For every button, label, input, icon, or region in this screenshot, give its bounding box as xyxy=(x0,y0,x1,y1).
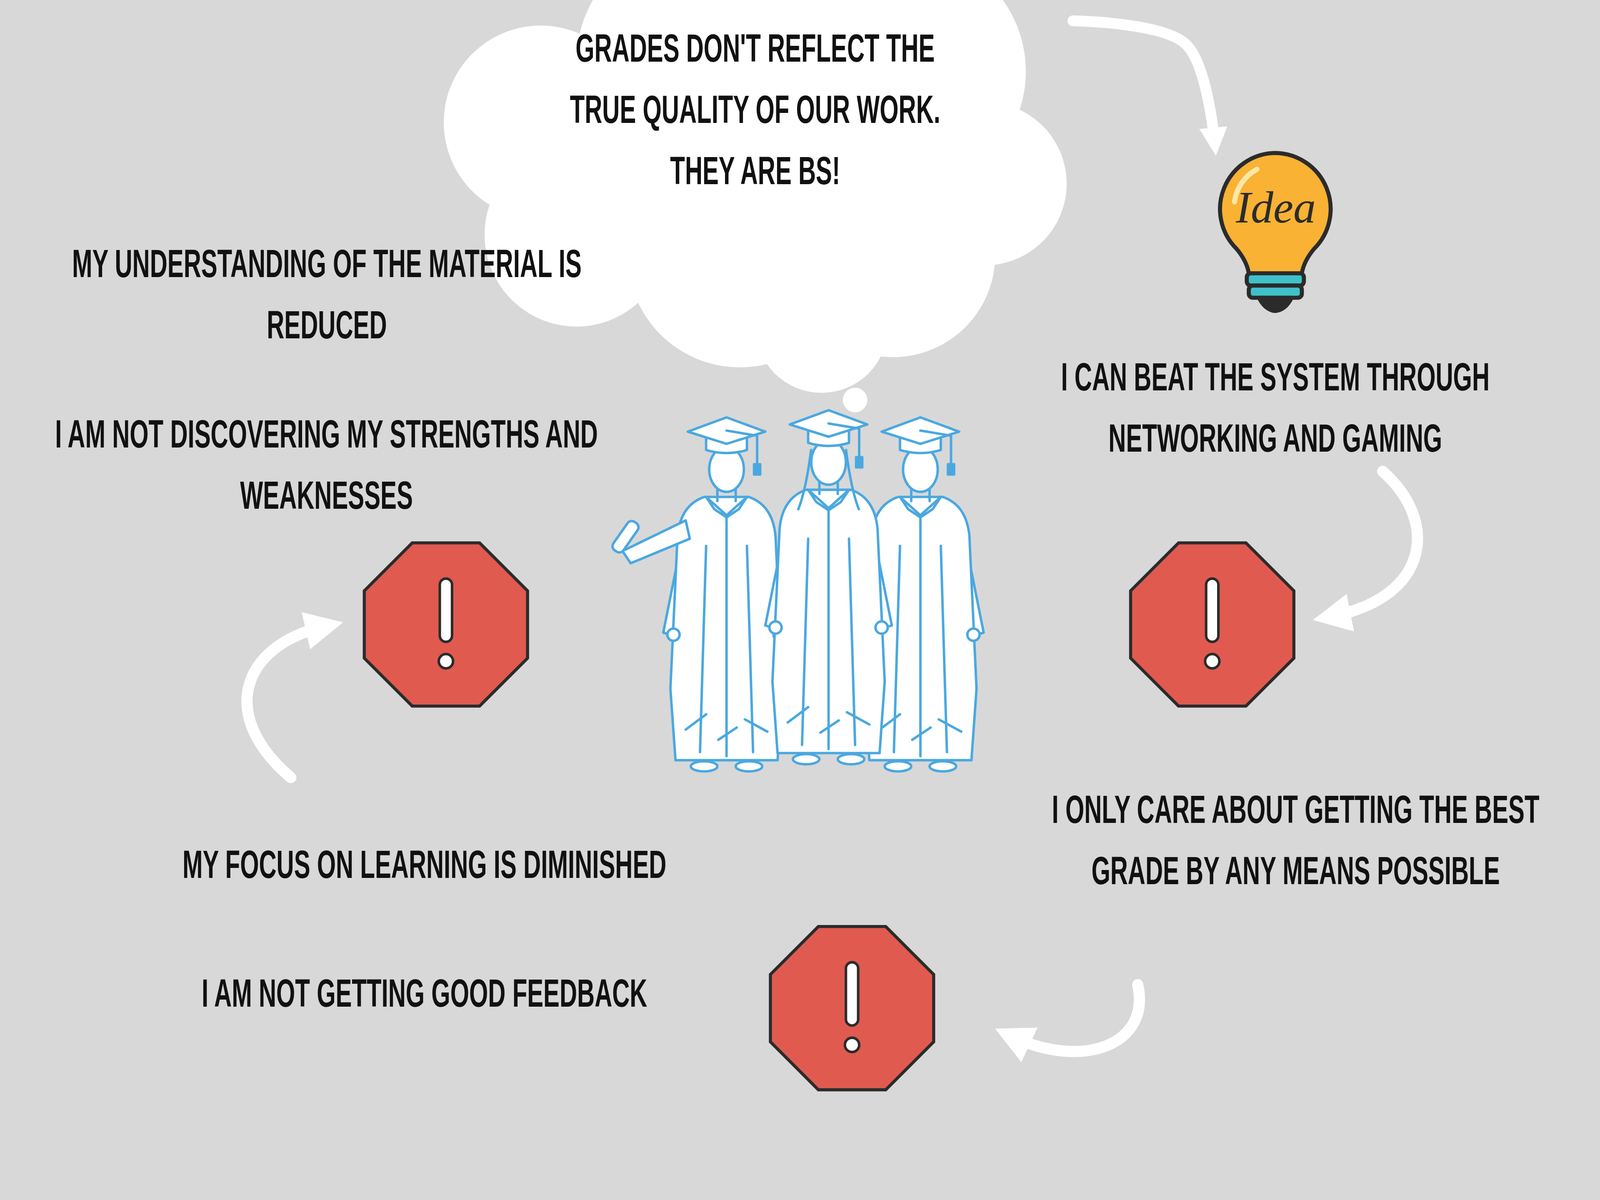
thought-text: GRADES DON'T REFLECT THE TRUE QUALITY OF… xyxy=(551,17,960,202)
label-box: MY FOCUS ON LEARNING IS DIMINISHED xyxy=(0,833,929,895)
label-box: I AM NOT DISCOVERING MY STRENGTHS AND WE… xyxy=(0,403,771,526)
bulb-shape xyxy=(1212,150,1340,315)
cycle-text: I ONLY CARE ABOUT GETTING THE BEST GRADE… xyxy=(1020,778,1571,902)
cycle-text: MY UNDERSTANDING OF THE MATERIAL IS REDU… xyxy=(55,232,598,356)
label-box: I ONLY CARE ABOUT GETTING THE BEST GRADE… xyxy=(852,778,1600,902)
label-box: I CAN BEAT THE SYSTEM THROUGH NETWORKING… xyxy=(872,346,1600,469)
thought-cloud: GRADES DON'T REFLECT THE TRUE QUALITY OF… xyxy=(443,0,1067,400)
label-box: I AM NOT GETTING GOOD FEEDBACK xyxy=(0,962,929,1024)
cycle-text: MY FOCUS ON LEARNING IS DIMINISHED xyxy=(112,833,738,895)
cycle-text: I CAN BEAT THE SYSTEM THROUGH NETWORKING… xyxy=(1025,346,1526,469)
label-box: MY UNDERSTANDING OF THE MATERIAL IS REDU… xyxy=(0,232,764,356)
cycle-text: I AM NOT GETTING GOOD FEEDBACK xyxy=(112,962,738,1024)
flow-arrow xyxy=(1072,20,1215,142)
bulb-text: Idea xyxy=(1212,182,1340,233)
cycle-text: I AM NOT DISCOVERING MY STRENGTHS AND WE… xyxy=(51,403,602,526)
idea-bulb: Idea xyxy=(1212,150,1340,315)
